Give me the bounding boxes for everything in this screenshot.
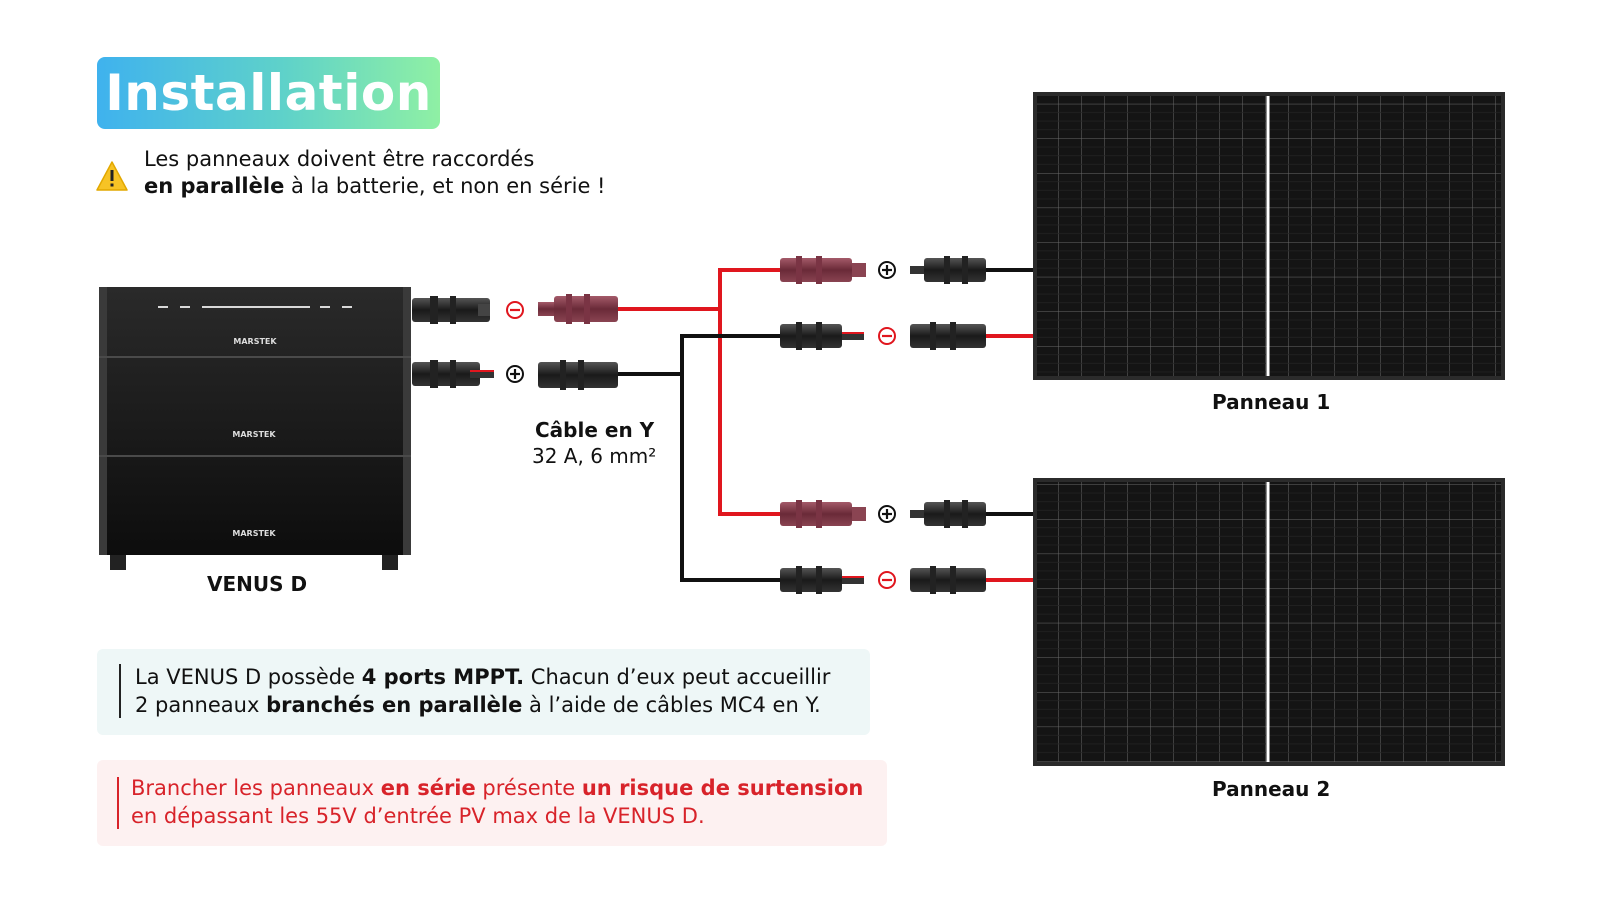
- parallel-warning: Les panneaux doivent être raccordés en p…: [96, 146, 605, 200]
- plus-symbol-battery: [506, 365, 524, 383]
- info-text: 2 panneaux: [135, 693, 267, 717]
- info-text: Chacun d’eux peut accueillir: [524, 665, 831, 689]
- minus-symbol-panel2: [878, 571, 896, 589]
- warning-line-1: Les panneaux doivent être raccordés: [144, 147, 535, 171]
- panel1-plus-connector: [910, 256, 986, 284]
- risk-bold: un risque de surtension: [581, 776, 864, 800]
- info-text: La VENUS D possède: [135, 665, 362, 689]
- panel2-plus-connector: [910, 500, 986, 528]
- warning-icon: [96, 161, 128, 191]
- panel2-minus-connector: [910, 566, 986, 594]
- cable-title: Câble en Y: [535, 418, 655, 442]
- title-badge: Installation: [97, 57, 440, 129]
- mppt-info-box: La VENUS D possède 4 ports MPPT. Chacun …: [97, 649, 870, 735]
- red-wire-trunk: [618, 268, 780, 311]
- plus-symbol-panel1: [878, 261, 896, 279]
- module-brand-2: MARSTEK: [232, 430, 276, 439]
- cable-spec: 32 A, 6 mm²: [532, 444, 657, 468]
- risk-text: présente: [475, 776, 582, 800]
- minus-symbol-panel1: [878, 327, 896, 345]
- module-brand-1: MARSTEK: [233, 337, 277, 346]
- y-cable-minus-connector: [538, 294, 618, 324]
- battery-minus-connector: [412, 296, 490, 324]
- risk-text: Brancher les panneaux: [131, 776, 381, 800]
- solar-panel-2: [1033, 478, 1505, 766]
- warning-line-2: à la batterie, et non en série !: [284, 174, 606, 198]
- solar-panel-1: [1033, 92, 1505, 380]
- overvoltage-risk-box: Brancher les panneaux en série présente …: [97, 760, 887, 846]
- warning-bold: en parallèle: [144, 174, 285, 198]
- page-title: Installation: [105, 64, 432, 122]
- info-accent-bar: [119, 664, 121, 718]
- y-cable-plus-connector: [538, 360, 618, 390]
- panel1-minus-connector: [910, 322, 986, 350]
- wires: [618, 268, 1035, 582]
- info-bold: 4 ports MPPT.: [361, 665, 525, 689]
- y-branch-red-2: [780, 500, 866, 528]
- risk-bold: en série: [380, 776, 476, 800]
- y-branch-black-1: [780, 322, 864, 350]
- minus-symbol-battery: [506, 301, 524, 319]
- plus-symbol-panel2: [878, 505, 896, 523]
- venus-d-battery: MARSTEK MARSTEK MARSTEK: [99, 287, 411, 570]
- info-text: à l’aide de câbles MC4 en Y.: [522, 693, 821, 717]
- panel-1-label: Panneau 1: [1212, 390, 1331, 414]
- y-branch-black-2: [780, 566, 864, 594]
- info-bold: branchés en parallèle: [266, 693, 523, 717]
- module-brand-3: MARSTEK: [232, 529, 276, 538]
- black-wire-branch: [680, 374, 780, 582]
- risk-text: en dépassant les 55V d’entrée PV max de …: [131, 804, 705, 828]
- black-wire-trunk: [618, 334, 780, 376]
- risk-accent-bar: [117, 777, 119, 829]
- panel-2-label: Panneau 2: [1212, 777, 1331, 801]
- red-wire-branch: [718, 309, 780, 516]
- battery-plus-connector: [412, 360, 494, 388]
- battery-label: VENUS D: [207, 572, 308, 596]
- y-branch-red-1: [780, 256, 866, 284]
